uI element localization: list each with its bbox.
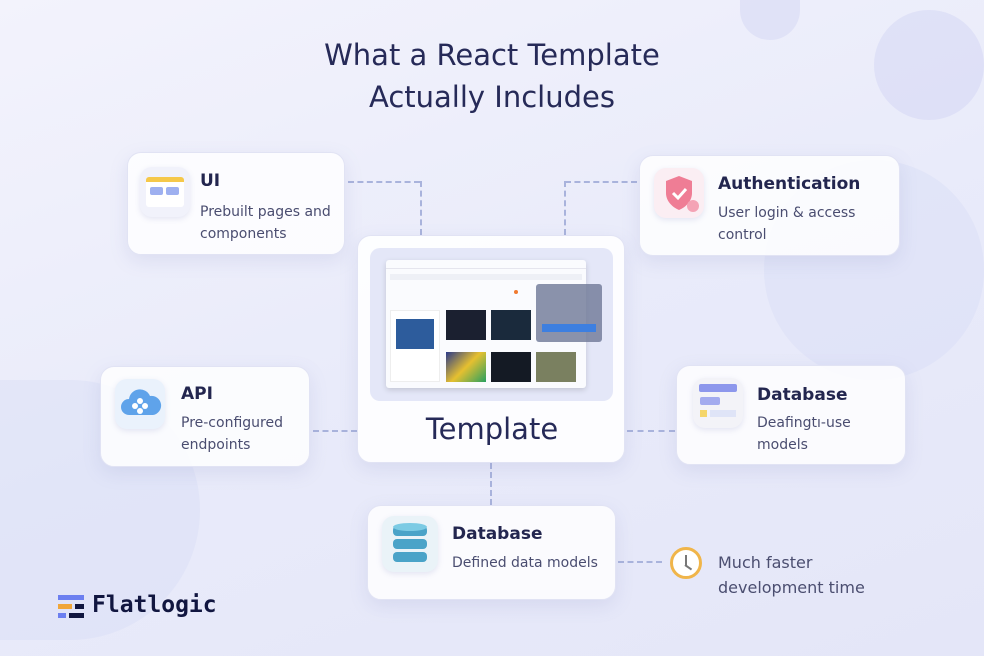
overlay-3d-preview	[536, 284, 602, 342]
template-preview	[370, 248, 613, 401]
card-title: UI	[200, 171, 221, 191]
connector	[348, 181, 420, 183]
flatlogic-logo-text: Flatlogic	[92, 592, 217, 618]
connector	[618, 561, 662, 563]
card-title: API	[181, 384, 213, 404]
template-title: Template	[425, 412, 559, 446]
connector	[490, 463, 492, 505]
card-template: Template	[357, 235, 625, 463]
shield-check-icon	[654, 168, 704, 218]
card-database-bottom: Database Defined data models	[367, 505, 616, 600]
card-title: Database	[452, 524, 543, 544]
connector	[565, 181, 637, 183]
ui-window-icon	[140, 167, 190, 217]
card-title: Authentication	[718, 174, 861, 194]
bg-circle	[874, 10, 984, 120]
connector	[564, 181, 566, 235]
connector	[627, 430, 675, 432]
flatlogic-logo-icon	[58, 595, 84, 619]
database-cylinder-icon	[382, 516, 438, 572]
connector	[313, 430, 357, 432]
app-screenshot	[386, 260, 586, 388]
database-form-icon	[693, 378, 743, 428]
cloud-network-icon	[115, 379, 165, 429]
card-desc: Defined data models	[452, 555, 598, 571]
connector	[420, 181, 422, 235]
card-title: Database	[757, 385, 848, 405]
clock-icon	[670, 547, 702, 579]
